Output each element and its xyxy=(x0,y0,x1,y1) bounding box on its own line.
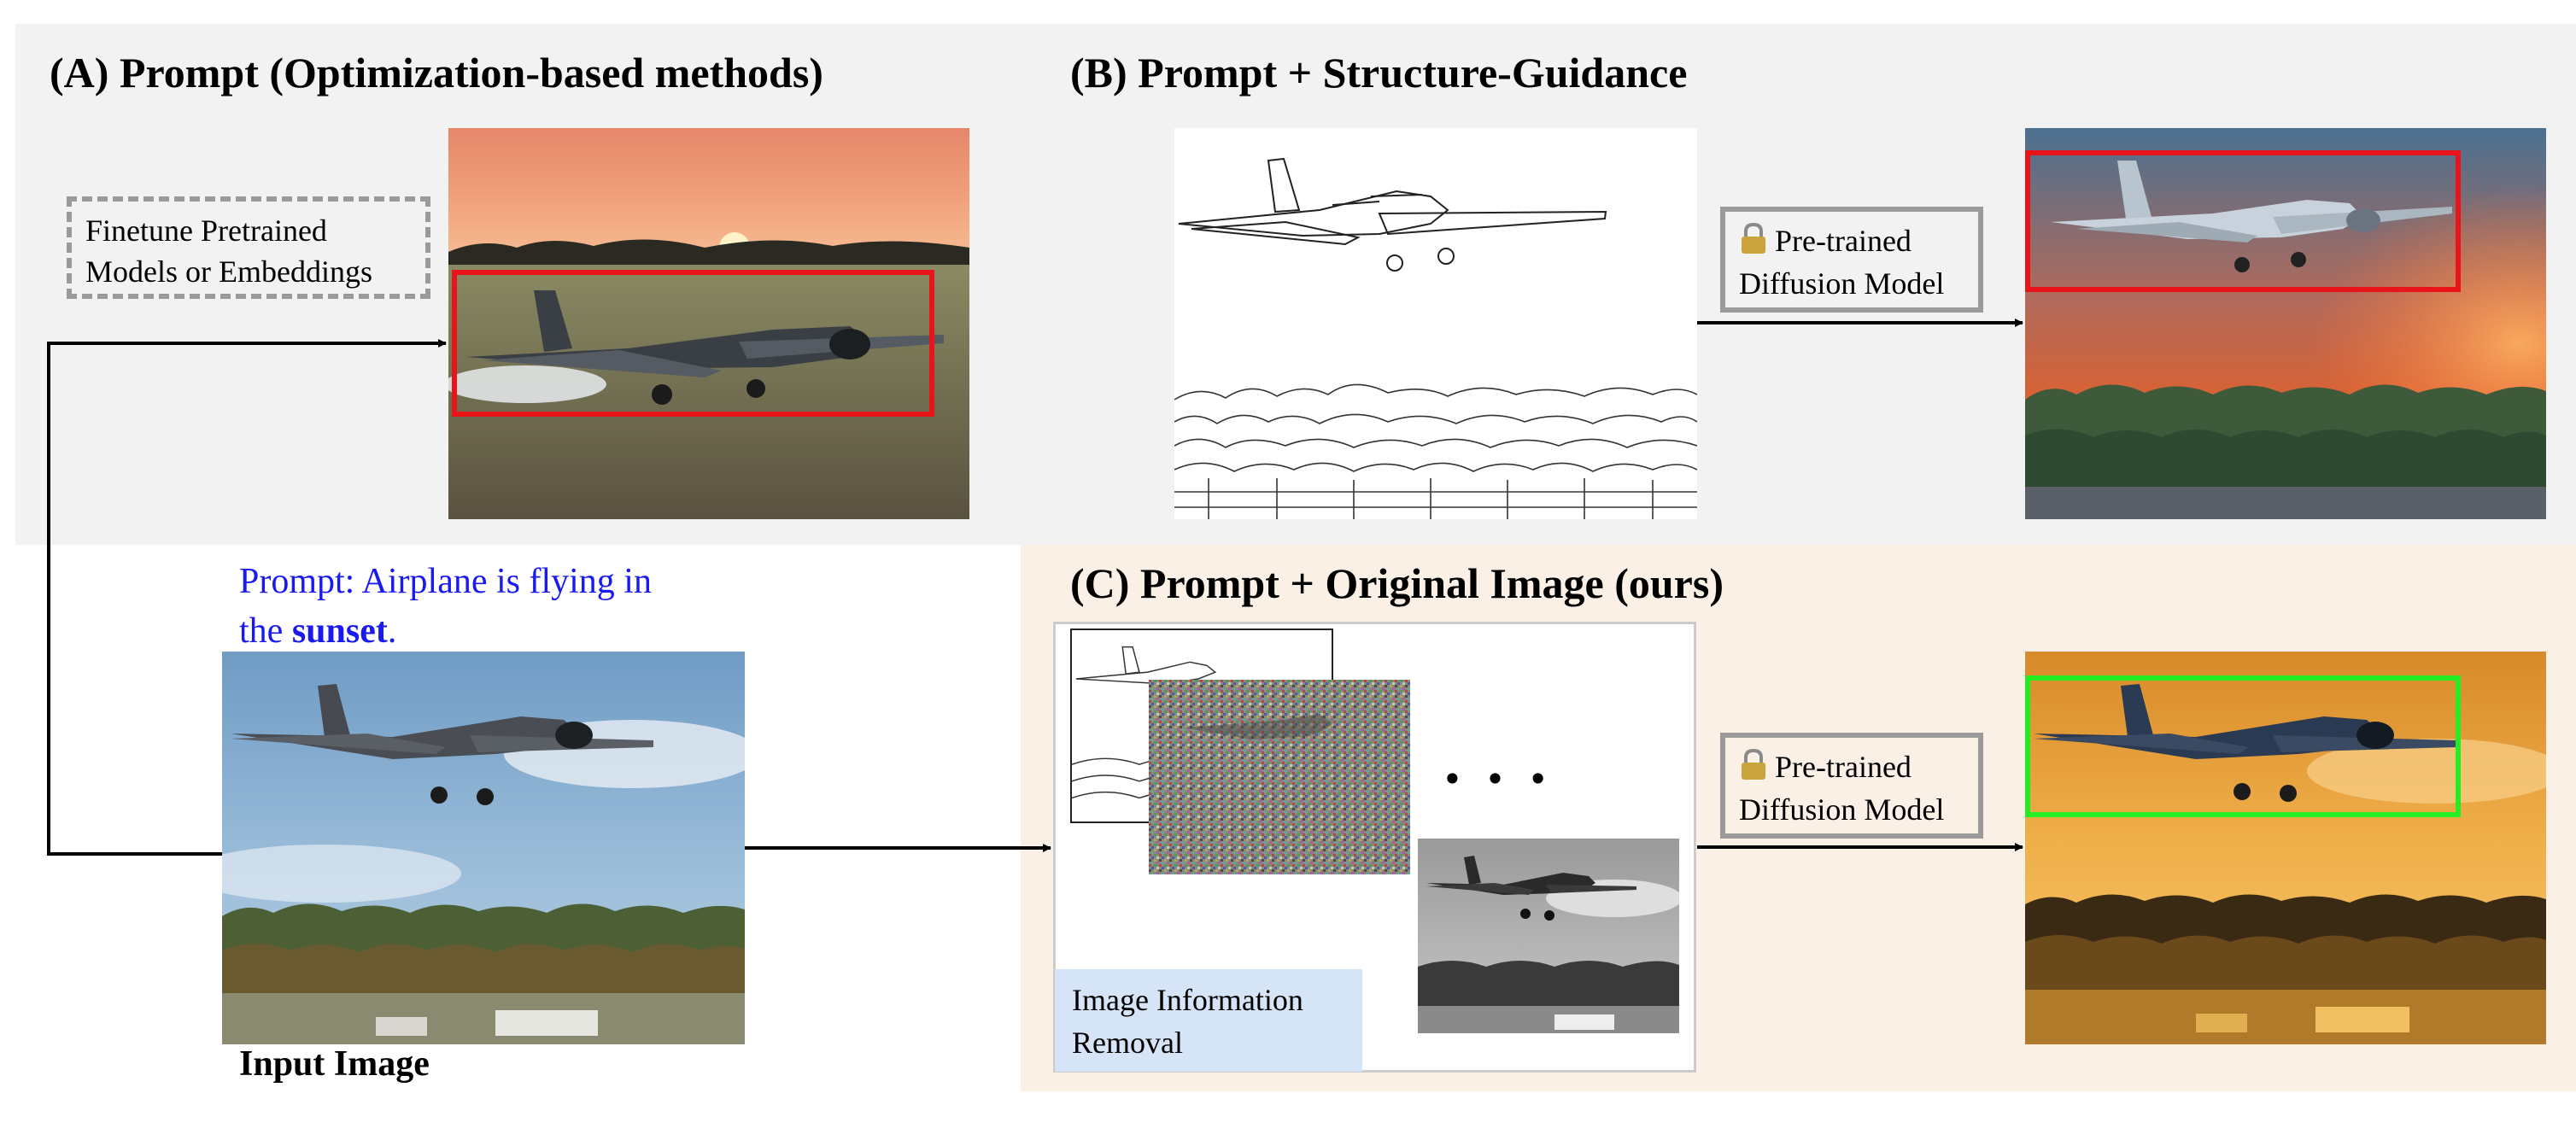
removal-label-box: Image Information Removal xyxy=(1055,969,1362,1072)
prompt-keyword: sunset xyxy=(291,611,388,651)
panel-c-output-image xyxy=(2025,652,2546,1044)
panel-a-highlight-box xyxy=(452,270,934,417)
diffusion-box-b-line2: Diffusion Model xyxy=(1739,266,1945,301)
diffusion-box-c-line1: Pre-trained xyxy=(1739,746,1912,792)
input-image xyxy=(222,652,745,1044)
finetune-label-line1: Finetune Pretrained xyxy=(85,213,327,248)
grayscale-thumbnail xyxy=(1418,839,1679,1033)
panel-b-edge-map xyxy=(1174,128,1697,519)
panel-b-title: (B) Prompt + Structure-Guidance xyxy=(1070,49,1688,96)
removal-label-line1: Image Information xyxy=(1072,983,1303,1017)
panel-a-output-image xyxy=(448,128,969,519)
panel-c-title: (C) Prompt + Original Image (ours) xyxy=(1070,559,1724,607)
finetune-label-line2: Models or Embeddings xyxy=(85,254,372,289)
diffusion-box-c-line2: Diffusion Model xyxy=(1739,792,1945,827)
noise-thumbnail xyxy=(1149,680,1410,874)
panel-a-title: (A) Prompt (Optimization-based methods) xyxy=(50,49,823,96)
lock-icon xyxy=(1739,748,1768,792)
loop-arrow-to-panel-a xyxy=(47,339,447,856)
prompt-line2: the sunset. xyxy=(239,611,397,651)
input-image-label: Input Image xyxy=(239,1044,430,1084)
diffusion-model-box-c: Pre-trained Diffusion Model xyxy=(1720,733,1983,839)
removal-label-line2: Removal xyxy=(1072,1026,1183,1060)
diffusion-model-box-b: Pre-trained Diffusion Model xyxy=(1720,207,1983,313)
lock-icon xyxy=(1739,222,1768,266)
panel-c-highlight-box xyxy=(2025,675,2461,817)
ellipsis: • • • xyxy=(1442,758,1554,800)
diffusion-box-b-line1: Pre-trained xyxy=(1739,220,1912,266)
prompt-line1: Prompt: Airplane is flying in xyxy=(239,562,652,601)
panel-b-highlight-box xyxy=(2025,150,2461,292)
finetune-box: Finetune Pretrained Models or Embeddings xyxy=(67,196,430,299)
